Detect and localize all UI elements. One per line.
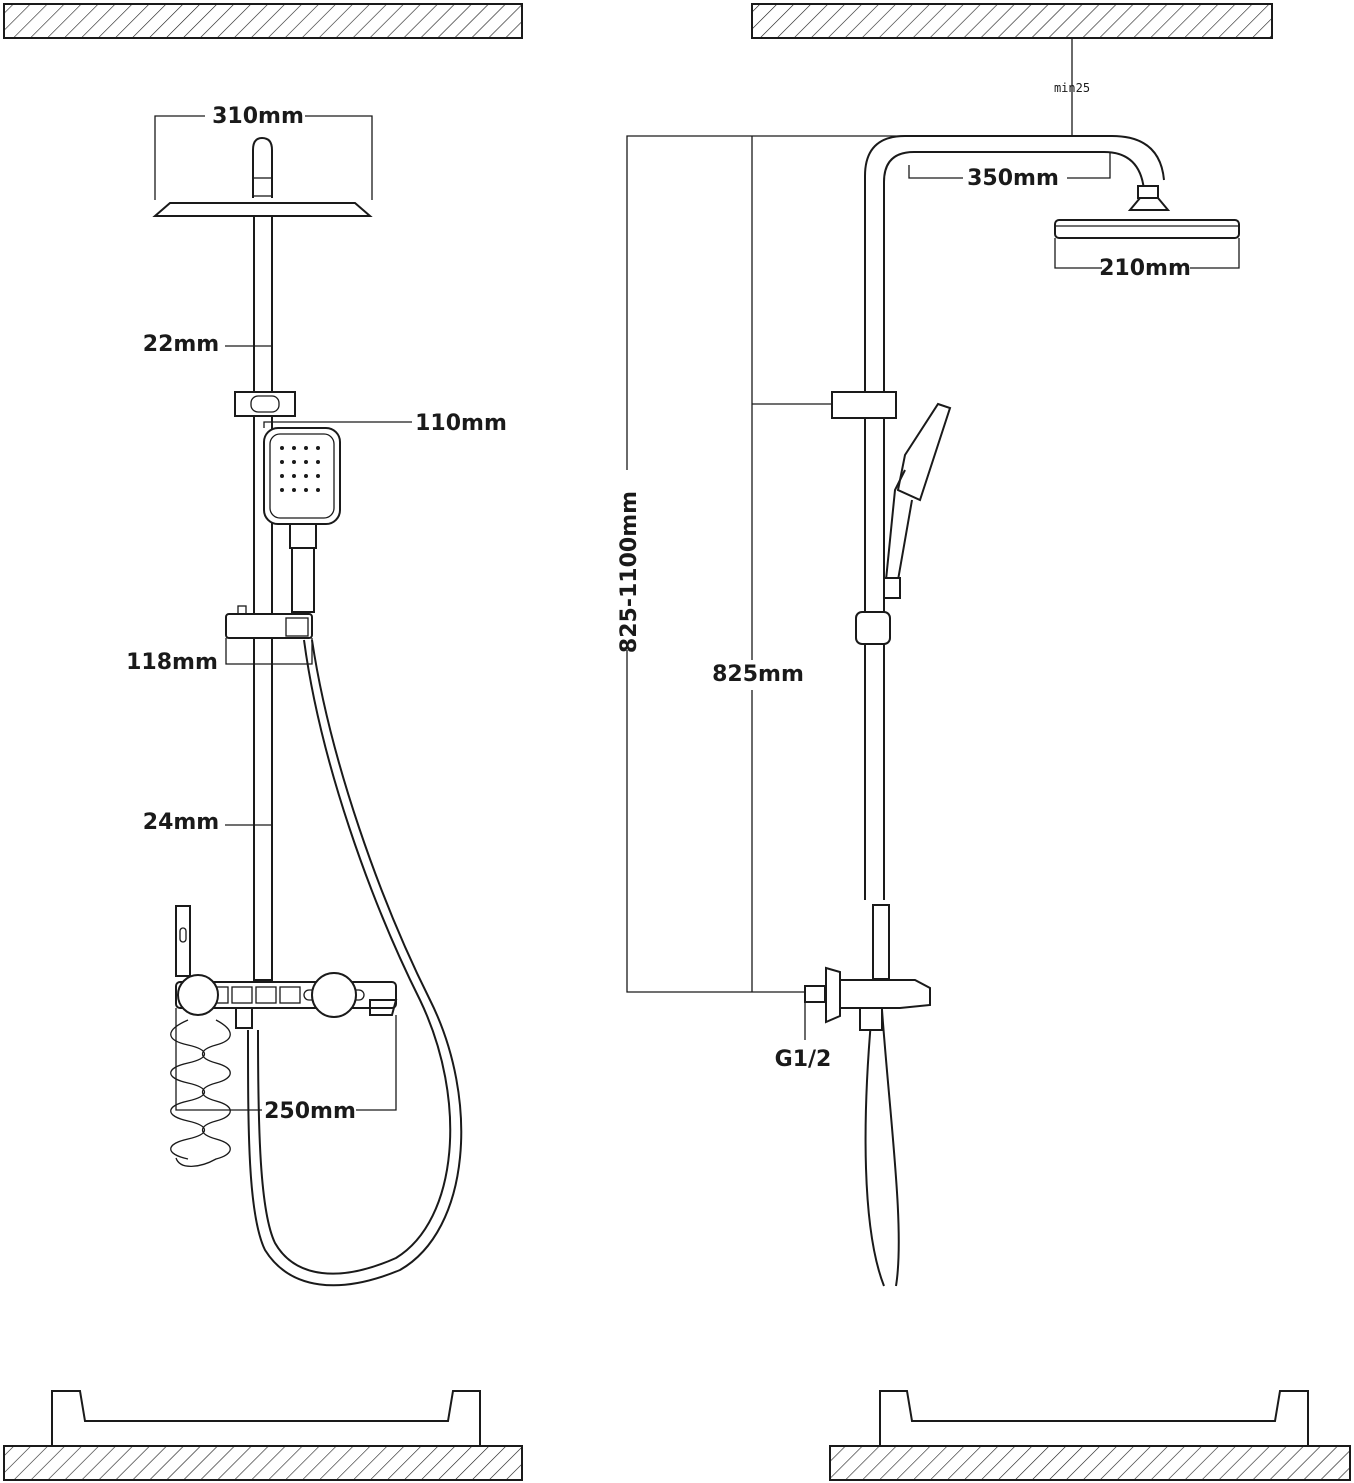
- inlet-thread: [804, 985, 826, 1003]
- dim-110mm: 110mm: [415, 411, 507, 436]
- hand-shower-handle: [289, 523, 317, 549]
- floor-left: [3, 1445, 523, 1481]
- bathtub-left: [51, 1390, 481, 1446]
- shower-hose: [247, 639, 463, 1287]
- floor-right: [829, 1445, 1351, 1481]
- dim-210mm: 210mm: [1099, 256, 1191, 281]
- mixer-knob-right: [311, 972, 357, 1018]
- side-hand-shower: [896, 402, 952, 502]
- dim-825mm: 825mm: [712, 662, 804, 687]
- dim-22mm: 22mm: [143, 332, 219, 357]
- dim-310mm: 310mm: [212, 104, 304, 129]
- bidet-sprayer: [175, 905, 191, 977]
- side-rain-head: [1054, 219, 1240, 239]
- slide-holder: [225, 613, 313, 639]
- mixer-knob-left: [177, 974, 219, 1016]
- side-view: min25 350mm 210mm 825-1100mm 825mm G1/2: [617, 38, 1240, 1287]
- rain-head-arm: [252, 136, 273, 198]
- dim-min25: min25: [1054, 81, 1090, 95]
- hand-shower-head: [263, 427, 341, 525]
- dim-24mm: 24mm: [143, 810, 219, 835]
- shower-rail: [253, 215, 273, 981]
- bathtub-right: [879, 1390, 1309, 1446]
- ceiling-left: [3, 3, 523, 39]
- side-slide-holder: [855, 611, 891, 645]
- rain-head: [152, 202, 373, 217]
- dim-350mm: 350mm: [967, 166, 1059, 191]
- front-view: 310mm 22mm 110mm 118mm 24mm 250mm: [126, 104, 507, 1287]
- side-mixer-body: [839, 979, 931, 1009]
- dim-g12: G1/2: [775, 1047, 832, 1072]
- hand-shower-nozzles: [280, 446, 320, 492]
- coiled-hose: [170, 1019, 231, 1168]
- dim-825-1100mm: 825-1100mm: [617, 491, 642, 653]
- shower-arm: [864, 135, 1165, 900]
- side-rail-clamp: [831, 391, 897, 419]
- side-mixer-top: [872, 904, 890, 980]
- dim-118mm: 118mm: [126, 650, 218, 675]
- dim-line-310: [154, 115, 205, 200]
- dim-250mm: 250mm: [264, 1099, 356, 1124]
- ceiling-right: [751, 3, 1273, 39]
